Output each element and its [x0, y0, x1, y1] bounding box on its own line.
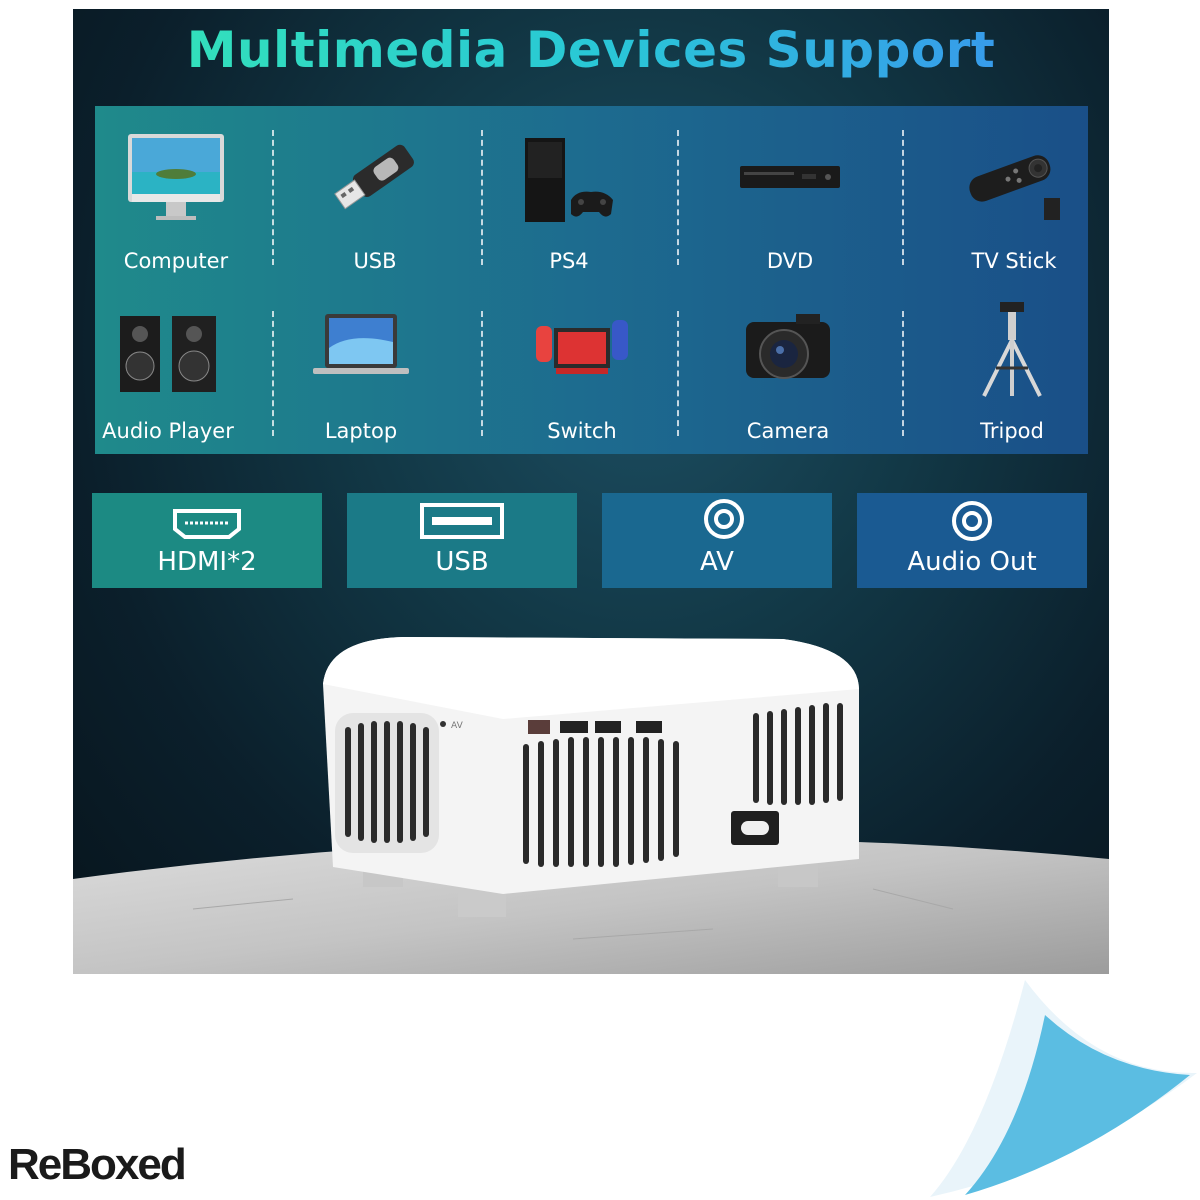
port-label: Audio Out: [907, 547, 1037, 577]
device-label: Audio Player: [102, 419, 234, 443]
switch-console-icon: [536, 320, 628, 374]
device-switch: Switch: [487, 284, 677, 454]
device-label: Switch: [547, 419, 617, 443]
grid-divider: [902, 130, 904, 265]
laptop-icon: [313, 314, 409, 374]
device-tv-stick: TV Stick: [919, 114, 1109, 284]
device-dvd: DVD: [695, 114, 885, 284]
device-tripod: Tripod: [917, 284, 1107, 454]
device-label: USB: [353, 249, 397, 273]
grid-divider: [481, 311, 483, 436]
device-label: TV Stick: [971, 249, 1057, 273]
usb-port-icon: [420, 503, 504, 539]
tv-stick-remote-icon: [969, 155, 1060, 220]
page-curl-decoration: [930, 980, 1197, 1197]
reboxed-logo: ReBoxed: [8, 1140, 187, 1189]
port-hdmi: HDMI*2: [92, 493, 322, 588]
usb-drive-icon: [334, 144, 414, 210]
port-label: HDMI*2: [157, 547, 257, 577]
av-port-icon: [704, 499, 744, 539]
device-label: PS4: [549, 249, 589, 273]
computer-icon: [128, 134, 224, 220]
device-label: Tripod: [980, 419, 1044, 443]
device-label: DVD: [766, 249, 814, 273]
port-audio-out: Audio Out: [857, 493, 1087, 588]
dvd-player-icon: [740, 166, 840, 188]
device-usb: USB: [280, 114, 470, 284]
port-label: AV: [700, 547, 734, 577]
device-camera: Camera: [693, 284, 883, 454]
projector-scene: AV: [73, 637, 1109, 974]
device-grid-panel: Computer USB PS4: [95, 106, 1088, 454]
device-ps4: PS4: [474, 114, 664, 284]
grid-divider: [677, 311, 679, 436]
port-usb: USB: [347, 493, 577, 588]
hdmi-port-icon: [173, 509, 241, 539]
grid-divider: [481, 130, 483, 265]
device-laptop: Laptop: [266, 284, 456, 454]
audio-out-port-icon: [952, 501, 992, 541]
device-label: Camera: [746, 419, 830, 443]
tripod-icon: [982, 302, 1042, 397]
grid-divider: [272, 130, 274, 265]
ps4-console-icon: [525, 138, 613, 222]
device-label: Laptop: [324, 419, 398, 443]
grid-divider: [677, 130, 679, 265]
port-av: AV: [602, 493, 832, 588]
projector-port-label: AV: [451, 721, 464, 731]
grid-divider: [902, 311, 904, 436]
camera-icon: [746, 314, 830, 379]
grid-divider: [272, 311, 274, 436]
product-banner: Multimedia Devices Support Computer: [73, 9, 1109, 974]
device-label: Computer: [123, 249, 229, 273]
marble-table: [73, 838, 1109, 974]
speakers-icon: [120, 316, 216, 392]
banner-title: Multimedia Devices Support: [73, 21, 1109, 79]
projector-body: AV: [323, 637, 859, 917]
port-label: USB: [435, 547, 489, 577]
device-audio-player: Audio Player: [73, 284, 263, 454]
device-computer: Computer: [81, 114, 271, 284]
